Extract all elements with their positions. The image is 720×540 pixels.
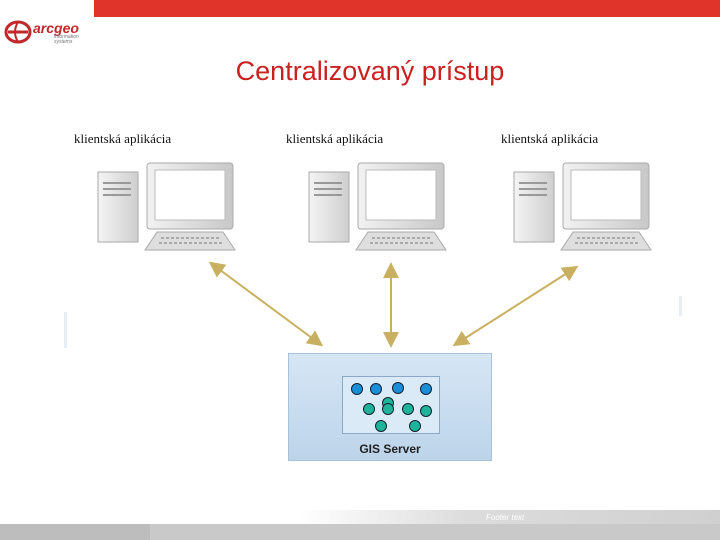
- logo-text: arcgeo: [33, 20, 79, 36]
- logo-subtext: information systems: [54, 34, 79, 45]
- client-label-2: klientská aplikácia: [286, 131, 384, 146]
- gis-server-box: GIS Server: [288, 353, 492, 461]
- database-icon: [342, 376, 440, 434]
- arcgeo-logo-icon: [4, 20, 32, 44]
- client-computer-icon-2: [308, 162, 447, 251]
- top-accent-bar: [0, 0, 720, 17]
- right-edge-mark: [679, 296, 682, 316]
- page-title: Centralizovaný prístup: [235, 56, 505, 86]
- client-computer-icon-1: [97, 162, 236, 251]
- left-edge-mark: [64, 312, 67, 348]
- client-computer-icon-3: [513, 162, 652, 251]
- bottom-bar: [0, 524, 720, 540]
- arrow-client-1: [208, 261, 324, 347]
- gis-server-label: GIS Server: [359, 442, 421, 456]
- footer-text: Footer text: [486, 513, 525, 522]
- client-label-1: klientská aplikácia: [74, 131, 172, 146]
- bottom-bar-left: [0, 524, 150, 540]
- footer-fade: [300, 510, 720, 524]
- logo-area-background: [0, 0, 94, 17]
- arrow-client-3: [452, 265, 579, 347]
- client-label-3: klientská aplikácia: [501, 131, 599, 146]
